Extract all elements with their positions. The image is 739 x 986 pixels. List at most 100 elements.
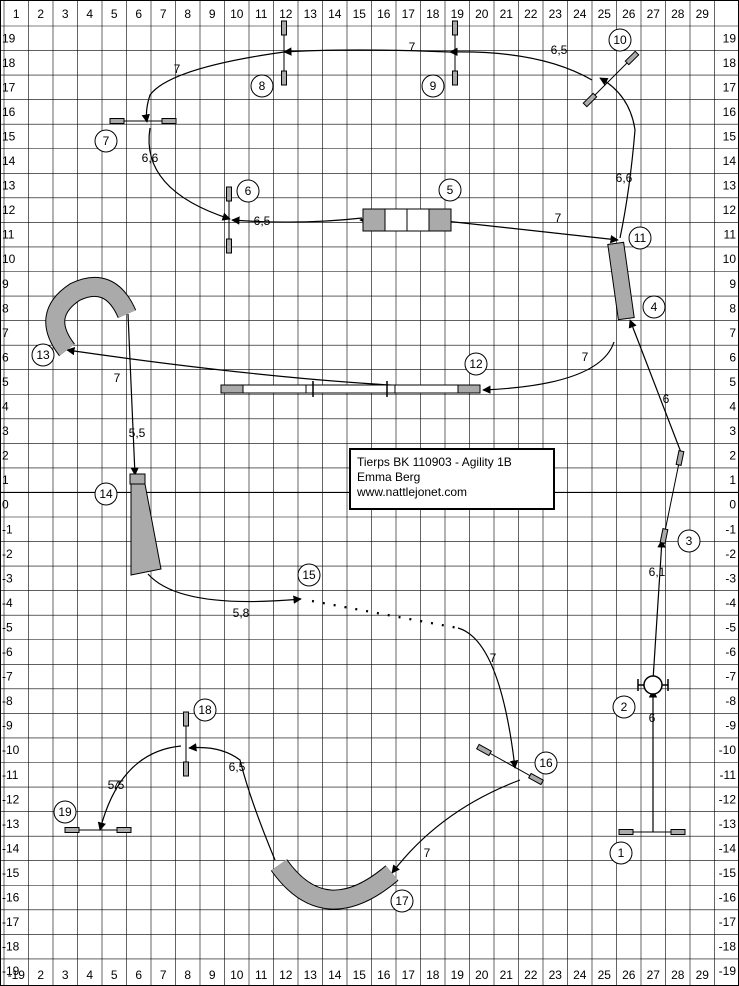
row-label-right: 1 xyxy=(729,473,736,487)
course-path xyxy=(391,779,521,874)
column-label-top: 20 xyxy=(475,7,489,21)
row-label-left: 18 xyxy=(2,56,16,70)
obstacle-number-circle xyxy=(94,129,118,153)
obstacle-number-circle xyxy=(464,352,488,376)
course-path xyxy=(599,77,636,239)
row-label-left: 5 xyxy=(2,375,9,389)
column-label-bottom: 28 xyxy=(671,968,685,982)
course-path xyxy=(482,341,615,394)
obstacle-number-9: 9 xyxy=(430,79,437,93)
row-label-left: -11 xyxy=(2,768,19,782)
column-label-top: 6 xyxy=(135,7,142,21)
column-label-top: 13 xyxy=(304,7,318,21)
row-label-right: -2 xyxy=(725,547,736,561)
row-label-right: -12 xyxy=(719,792,737,806)
row-label-left: 12 xyxy=(2,203,16,217)
column-label-top: 25 xyxy=(598,7,612,21)
row-label-left: 19 xyxy=(2,31,16,45)
distance-label: 7 xyxy=(114,371,121,385)
course-path xyxy=(628,319,683,456)
hurdle-10-wing xyxy=(582,92,598,108)
hurdle-9-wing xyxy=(452,20,458,36)
row-label-right: -7 xyxy=(725,670,736,684)
row-label-left: -16 xyxy=(2,891,20,905)
column-label-bottom: 17 xyxy=(402,968,416,982)
obstacle-number-circle xyxy=(53,800,77,824)
course-path xyxy=(283,47,451,56)
distance-label: 6,5 xyxy=(551,43,568,57)
hurdle-18-wing xyxy=(183,711,189,727)
column-label-top: 9 xyxy=(209,7,216,21)
column-label-top: 3 xyxy=(62,7,69,21)
row-label-left: -7 xyxy=(2,670,13,684)
column-label-top: 15 xyxy=(353,7,367,21)
dogwalk-contact xyxy=(457,384,481,394)
distance-label: 7 xyxy=(490,651,497,665)
column-label-bottom: 2 xyxy=(37,968,44,982)
obstacle-number-15: 15 xyxy=(302,568,316,582)
obstacle-number-circle xyxy=(390,889,414,913)
column-label-bottom: 10 xyxy=(230,968,244,982)
distance-label: 7 xyxy=(113,778,120,792)
course-path xyxy=(97,745,182,831)
hurdle-16-wing xyxy=(475,743,493,757)
column-label-bottom: 12 xyxy=(279,968,293,982)
column-label-top: 21 xyxy=(500,7,514,21)
column-label-top: 29 xyxy=(696,7,710,21)
tunnel-straight xyxy=(607,241,635,321)
row-label-right: 15 xyxy=(723,129,737,143)
obstacle-number-circle xyxy=(297,563,321,587)
row-label-right: -5 xyxy=(725,620,736,634)
obstacle-number-circle xyxy=(612,695,636,719)
row-label-left: 6 xyxy=(2,350,9,364)
row-label-right: 6 xyxy=(729,350,736,364)
row-label-right: 5 xyxy=(729,375,736,389)
column-label-bottom: 4 xyxy=(86,968,93,982)
course-path xyxy=(188,743,276,861)
row-label-right: 17 xyxy=(723,80,737,94)
hurdle-19-wing xyxy=(116,827,132,833)
distance-label: 6 xyxy=(663,392,670,406)
obstacle-number-12: 12 xyxy=(469,357,483,371)
row-label-left: 9 xyxy=(2,277,9,291)
row-label-left: -10 xyxy=(2,743,20,757)
obstacle-number-18: 18 xyxy=(198,703,212,717)
column-label-bottom: 29 xyxy=(696,968,710,982)
obstacle-number-circle xyxy=(236,179,260,203)
row-label-left: 4 xyxy=(2,400,9,414)
course-path xyxy=(457,627,519,769)
column-label-top: 28 xyxy=(671,7,685,21)
obstacle-number-circle xyxy=(31,343,55,367)
row-label-left: 2 xyxy=(2,449,9,463)
obstacle-number-circle xyxy=(628,226,652,250)
course-path xyxy=(231,216,363,225)
column-label-top: 2 xyxy=(37,7,44,21)
row-label-left: -9 xyxy=(2,719,13,733)
hurdle-1-wing xyxy=(670,829,686,835)
row-label-right: -9 xyxy=(725,719,736,733)
row-label-left: 16 xyxy=(2,105,16,119)
course-paths xyxy=(66,47,683,874)
row-label-left: -15 xyxy=(2,866,20,880)
column-label-bottom: -19 xyxy=(8,968,26,982)
obstacle-number-circle xyxy=(609,841,633,865)
curved-tunnel-17 xyxy=(271,859,398,909)
course-path xyxy=(449,47,593,81)
column-label-top: 7 xyxy=(160,7,167,21)
row-label-left: -3 xyxy=(2,571,13,585)
distance-label: 6,5 xyxy=(254,214,271,228)
curved-tunnel-13 xyxy=(46,277,136,356)
column-label-bottom: 26 xyxy=(622,968,636,982)
column-label-bottom: 20 xyxy=(475,968,489,982)
obstacle-number-circle xyxy=(642,295,666,319)
row-label-right: 4 xyxy=(729,400,736,414)
row-label-left: -8 xyxy=(2,694,13,708)
obstacle-number-11: 11 xyxy=(634,231,647,245)
column-label-top: 27 xyxy=(647,7,661,21)
distance-label: 7 xyxy=(424,846,431,860)
row-label-left: -13 xyxy=(2,817,20,831)
row-label-left: 0 xyxy=(2,498,9,512)
obstacle-number-circle xyxy=(438,178,462,202)
obstacle-number-4: 4 xyxy=(651,300,658,314)
column-label-bottom: 15 xyxy=(353,968,367,982)
